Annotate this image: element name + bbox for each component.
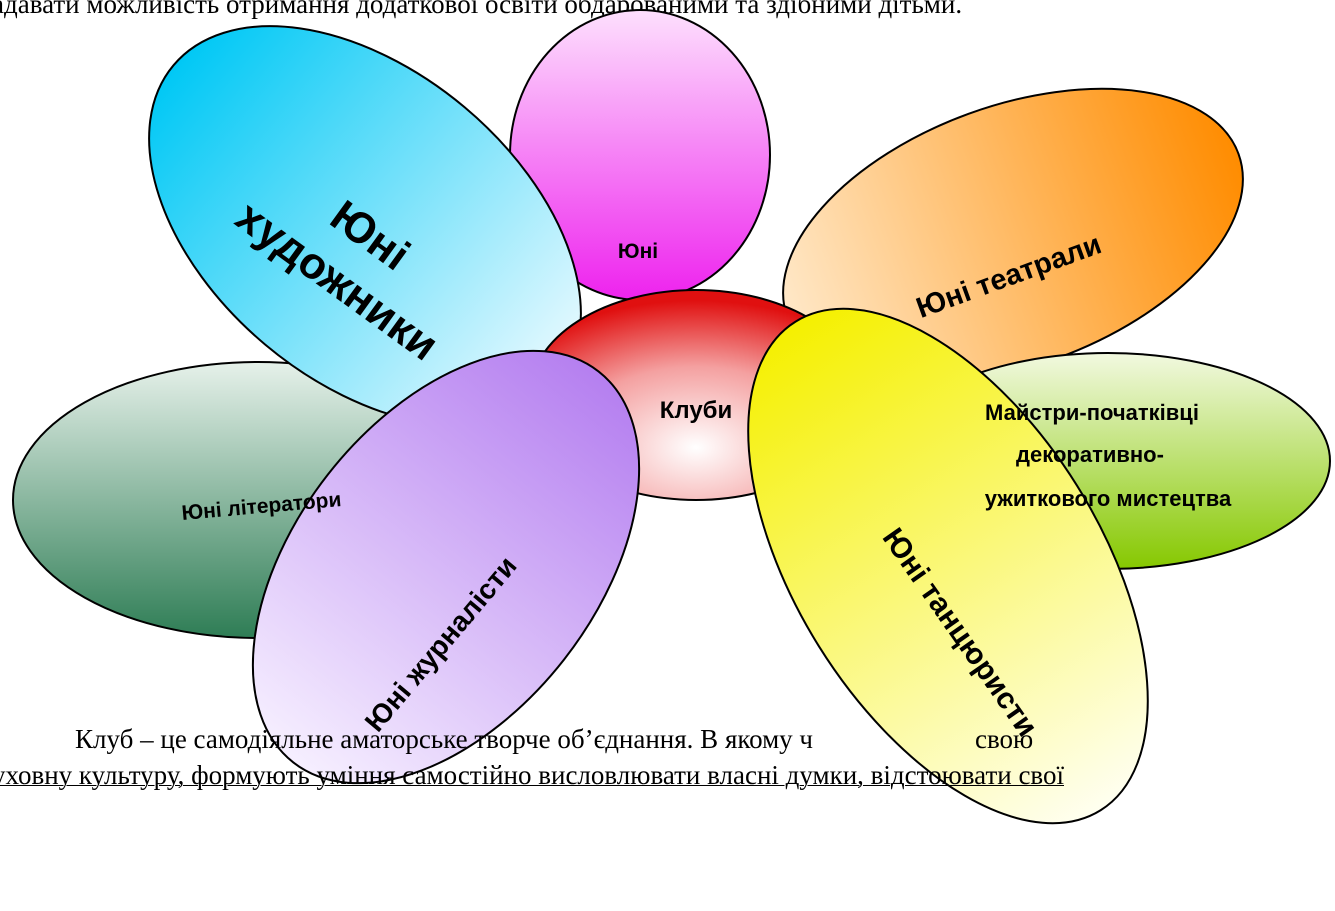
paragraph-line-2: уховну культуру, формують уміння самості… <box>0 760 1064 790</box>
decorative-label-line1: Майстри-початківці <box>985 400 1199 425</box>
petal-journalists <box>251 349 641 785</box>
petal-dancers <box>747 307 1149 825</box>
decorative-label-line3: ужиткового мистецтва <box>985 486 1232 511</box>
paragraph-line-top: адавати можливість отримання додаткової … <box>0 0 963 19</box>
paragraph-line-1: Клуб – це самодіяльне аматорське творче … <box>75 724 1034 754</box>
center-label: Клуби <box>660 397 733 424</box>
musicians-label-line1: Юні <box>618 240 658 263</box>
decorative-label-line2: декоративно- <box>1016 442 1164 467</box>
